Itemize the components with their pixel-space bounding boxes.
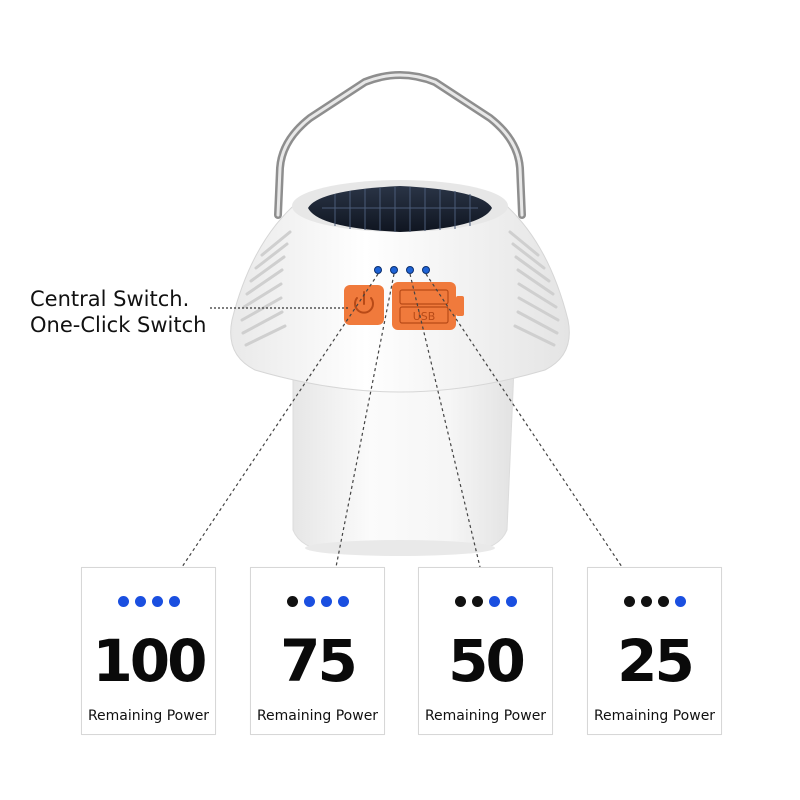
power-level-value: 50	[448, 627, 526, 695]
usb-port-cover[interactable]: USB	[392, 282, 464, 330]
power-level-label: Remaining Power	[424, 708, 547, 724]
level-dots	[419, 596, 552, 607]
blue-dot-icon	[488, 596, 500, 607]
level-dots	[588, 596, 721, 607]
level-dots	[82, 596, 215, 607]
callout-line-2: One-Click Switch	[30, 313, 207, 337]
power-level-value: 25	[617, 627, 695, 695]
blue-dot-icon	[303, 596, 315, 607]
blue-dot-icon	[337, 596, 349, 607]
level-dots	[251, 596, 384, 607]
switch-callout: Central Switch. One-Click Switch	[30, 286, 206, 338]
black-dot-icon	[454, 596, 466, 607]
black-dot-icon	[286, 596, 298, 607]
blue-dot-icon	[168, 596, 180, 607]
power-level-label: Remaining Power	[593, 708, 716, 724]
black-dot-icon	[471, 596, 483, 607]
left-vents	[240, 230, 292, 347]
blue-dot-icon	[117, 596, 129, 607]
blue-dot-icon	[151, 596, 163, 607]
blue-dot-icon	[134, 596, 146, 607]
blue-dot-icon	[320, 596, 332, 607]
blue-dot-icon	[505, 596, 517, 607]
black-dot-icon	[657, 596, 669, 607]
power-level-value: 100	[92, 627, 207, 695]
black-dot-icon	[623, 596, 635, 607]
callout-line-1: Central Switch.	[30, 287, 190, 311]
solar-panel	[292, 180, 508, 232]
right-vents	[508, 230, 560, 347]
indicator-leds	[374, 266, 430, 274]
power-level-label: Remaining Power	[87, 708, 210, 724]
power-level-value: 75	[280, 627, 358, 695]
power-level-label: Remaining Power	[256, 708, 379, 724]
led-leader-lines	[181, 273, 623, 568]
power-button[interactable]	[344, 285, 384, 325]
blue-dot-icon	[674, 596, 686, 607]
usb-label: USB	[413, 310, 436, 323]
black-dot-icon	[640, 596, 652, 607]
